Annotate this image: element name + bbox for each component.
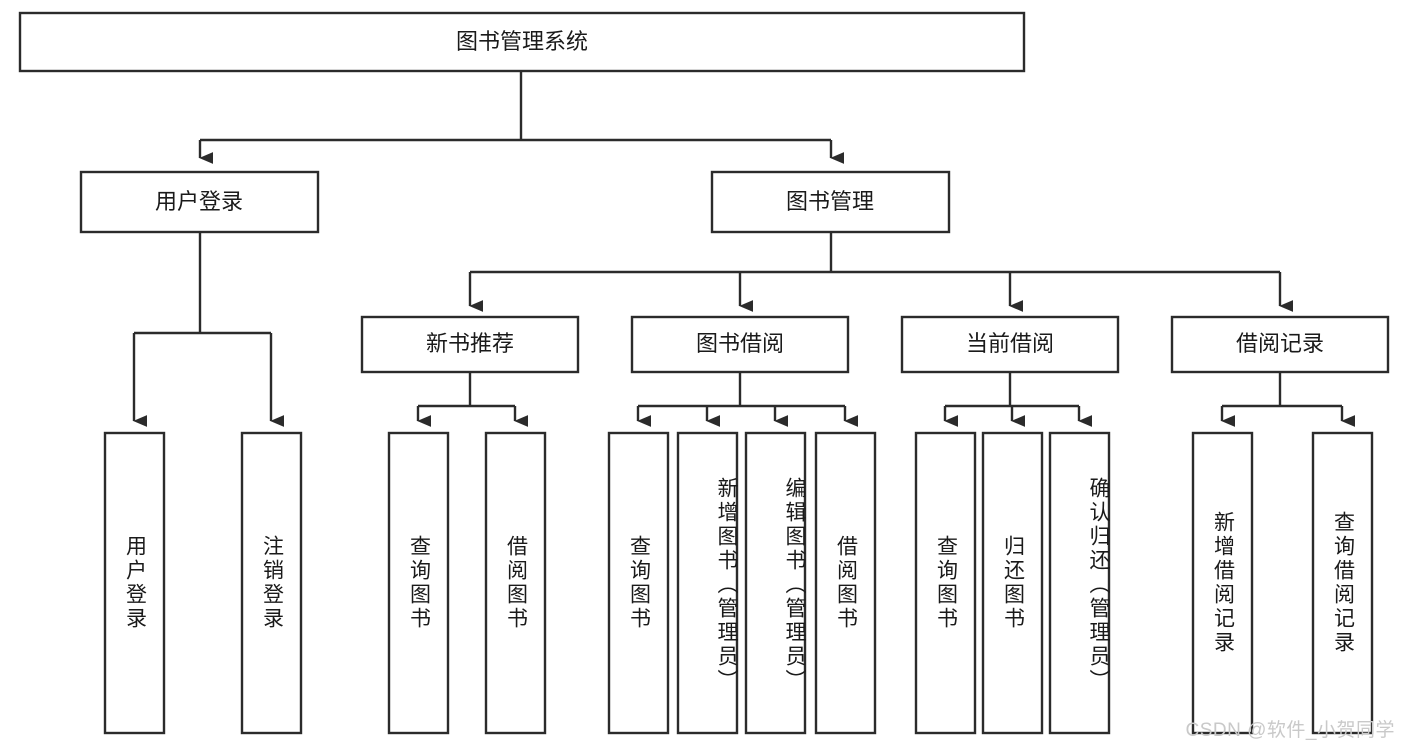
connector-bookborrow-to-leaves: [636, 372, 859, 427]
connector-borrowrecord-to-leaves: [1220, 372, 1356, 427]
connector-currentborrow-to-leaves: [943, 372, 1093, 427]
connector-root-to-level2: [198, 71, 845, 164]
node-user-login-label: 用户登录: [155, 189, 243, 214]
node-book-borrow[interactable]: 图书借阅: [630, 315, 850, 374]
node-new-book-recommend[interactable]: 新书推荐: [360, 315, 580, 374]
leaf-box-logout[interactable]: [240, 431, 303, 735]
leaf-box-query-book-rec[interactable]: [387, 431, 450, 735]
node-book-borrow-label: 图书借阅: [696, 331, 784, 356]
node-root[interactable]: 图书管理系统: [18, 11, 1026, 73]
leaf-box-query-book-cb[interactable]: [914, 431, 977, 735]
node-book-management[interactable]: 图书管理: [710, 170, 951, 234]
watermark-text: CSDN @软件_小贺同学: [1185, 720, 1395, 741]
leaf-box-query-borrow-record[interactable]: [1311, 431, 1374, 735]
leaf-box-user-login[interactable]: [103, 431, 166, 735]
connector-bookmgmt-to-level3: [468, 232, 1294, 312]
node-user-login[interactable]: 用户登录: [79, 170, 320, 234]
leaf-box-add-book-admin[interactable]: [676, 431, 739, 735]
leaf-box-add-borrow-record[interactable]: [1191, 431, 1254, 735]
connector-userlogin-to-leaves: [132, 232, 285, 427]
node-book-management-label: 图书管理: [786, 189, 874, 214]
leaf-box-borrow-book-bb[interactable]: [814, 431, 877, 735]
leaf-box-confirm-return-admin[interactable]: [1048, 431, 1111, 735]
node-current-borrow[interactable]: 当前借阅: [900, 315, 1120, 374]
leaf-box-borrow-book-rec[interactable]: [484, 431, 547, 735]
node-new-book-recommend-label: 新书推荐: [426, 331, 514, 356]
leaf-box-return-book[interactable]: [981, 431, 1044, 735]
leaf-box-query-book-bb[interactable]: [607, 431, 670, 735]
node-borrow-record[interactable]: 借阅记录: [1170, 315, 1390, 374]
leaf-box-edit-book-admin[interactable]: [744, 431, 807, 735]
node-borrow-record-label: 借阅记录: [1236, 331, 1324, 356]
node-current-borrow-label: 当前借阅: [966, 331, 1054, 356]
connector-newbook-to-leaves: [416, 372, 529, 427]
node-root-label: 图书管理系统: [456, 29, 588, 54]
